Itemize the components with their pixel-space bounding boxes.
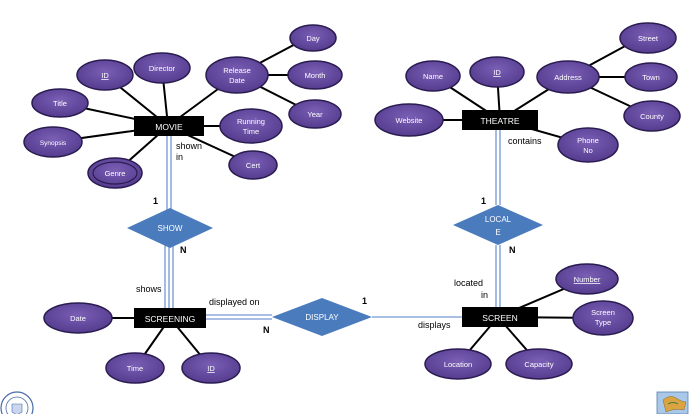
relationship-show: SHOW bbox=[127, 208, 213, 248]
attr-movie-month: Month bbox=[287, 60, 343, 90]
svg-text:ID: ID bbox=[207, 364, 215, 373]
label-shown-in-2: in bbox=[176, 152, 183, 162]
attr-theatre-county: County bbox=[623, 100, 681, 132]
attr-movie-title: Title bbox=[31, 88, 89, 118]
attr-theatre-website: Website bbox=[374, 103, 444, 137]
attr-theatre-phone: Phone No bbox=[557, 127, 619, 163]
label-displayed-on: displayed on bbox=[209, 297, 260, 307]
cardinality-display-screen: 1 bbox=[362, 296, 367, 306]
svg-text:Genre: Genre bbox=[105, 169, 126, 178]
attr-movie-synopsis: Synopsis bbox=[23, 126, 83, 158]
entity-theatre: THEATRE bbox=[462, 110, 538, 130]
svg-text:SCREEN: SCREEN bbox=[482, 313, 517, 323]
svg-text:Address: Address bbox=[554, 73, 582, 82]
svg-text:SCREENING: SCREENING bbox=[145, 314, 196, 324]
entity-movie: MOVIE bbox=[134, 116, 204, 136]
svg-text:Street: Street bbox=[638, 34, 659, 43]
entity-screening: SCREENING bbox=[134, 308, 206, 328]
svg-text:Time: Time bbox=[127, 364, 143, 373]
svg-text:THEATRE: THEATRE bbox=[480, 116, 519, 126]
cardinality-display-screening: N bbox=[263, 325, 270, 335]
svg-text:Website: Website bbox=[396, 116, 423, 125]
svg-text:Name: Name bbox=[423, 72, 443, 81]
svg-text:County: County bbox=[640, 112, 664, 121]
attr-screen-number: Number bbox=[555, 263, 619, 295]
attr-movie-running-time: Running Time bbox=[219, 108, 283, 144]
attr-movie-id: ID bbox=[76, 59, 134, 91]
attr-theatre-town: Town bbox=[624, 62, 678, 92]
attr-movie-cert: Cert bbox=[228, 150, 278, 180]
svg-text:Number: Number bbox=[574, 275, 601, 284]
label-located-in-2: in bbox=[481, 290, 488, 300]
svg-text:ID: ID bbox=[493, 68, 501, 77]
attr-screening-id: ID bbox=[181, 352, 241, 384]
label-shown-in-1: shown bbox=[176, 141, 202, 151]
attr-theatre-name: Name bbox=[405, 60, 461, 92]
attr-movie-release-date: Release Date bbox=[205, 56, 269, 94]
label-located-in-1: located bbox=[454, 278, 483, 288]
attr-movie-year: Year bbox=[288, 99, 342, 129]
svg-text:Year: Year bbox=[307, 110, 323, 119]
svg-text:Screen: Screen bbox=[591, 308, 615, 317]
svg-text:E: E bbox=[495, 228, 500, 237]
relationship-locale: LOCAL E bbox=[453, 205, 543, 245]
attr-screening-date: Date bbox=[43, 302, 113, 334]
attr-theatre-id: ID bbox=[469, 56, 525, 88]
entity-screen: SCREEN bbox=[462, 307, 538, 327]
svg-text:Town: Town bbox=[642, 73, 660, 82]
attr-screen-type: Screen Type bbox=[572, 300, 634, 336]
svg-text:No: No bbox=[583, 146, 593, 155]
attr-screen-capacity: Capacity bbox=[505, 348, 573, 380]
attr-theatre-address: Address bbox=[536, 60, 600, 94]
attr-movie-genre: Genre bbox=[87, 157, 143, 189]
svg-text:Type: Type bbox=[595, 318, 611, 327]
attr-screen-location: Location bbox=[424, 348, 492, 380]
svg-text:LOCAL: LOCAL bbox=[485, 215, 512, 224]
cardinality-show-movie: 1 bbox=[153, 196, 158, 206]
svg-text:Cert: Cert bbox=[246, 161, 261, 170]
attr-movie-director: Director bbox=[133, 52, 191, 84]
svg-text:ID: ID bbox=[101, 71, 109, 80]
svg-text:Day: Day bbox=[306, 34, 320, 43]
label-shows: shows bbox=[136, 284, 162, 294]
svg-text:Director: Director bbox=[149, 64, 176, 73]
svg-text:Synopsis: Synopsis bbox=[40, 140, 67, 147]
svg-text:Running: Running bbox=[237, 117, 265, 126]
label-contains: contains bbox=[508, 136, 542, 146]
cardinality-locale-screen: N bbox=[509, 245, 516, 255]
svg-text:Date: Date bbox=[229, 76, 245, 85]
svg-text:Title: Title bbox=[53, 99, 67, 108]
svg-text:Month: Month bbox=[305, 71, 326, 80]
relationship-display: DISPLAY bbox=[272, 298, 372, 336]
svg-text:Release: Release bbox=[223, 66, 251, 75]
svg-text:Capacity: Capacity bbox=[524, 360, 553, 369]
svg-text:DISPLAY: DISPLAY bbox=[305, 313, 339, 322]
cardinality-show-screening: N bbox=[180, 245, 187, 255]
svg-text:MOVIE: MOVIE bbox=[155, 122, 183, 132]
svg-text:Time: Time bbox=[243, 127, 259, 136]
svg-text:Date: Date bbox=[70, 314, 86, 323]
university-seal-icon bbox=[0, 391, 34, 414]
label-displays: displays bbox=[418, 320, 451, 330]
svg-text:Location: Location bbox=[444, 360, 472, 369]
svg-text:Phone: Phone bbox=[577, 136, 599, 145]
map-logo-icon bbox=[656, 391, 689, 414]
cardinality-locale-theatre: 1 bbox=[481, 196, 486, 206]
relationship-edges bbox=[164, 130, 501, 320]
attr-theatre-street: Street bbox=[619, 22, 677, 54]
attr-screening-time: Time bbox=[105, 352, 165, 384]
svg-text:SHOW: SHOW bbox=[158, 224, 183, 233]
attr-movie-day: Day bbox=[289, 24, 337, 52]
